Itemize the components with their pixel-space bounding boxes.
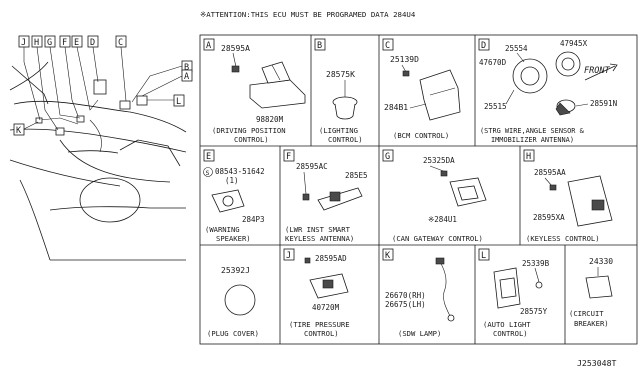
part-28595xa: 28595XA — [533, 213, 565, 222]
callout-j: J — [21, 38, 26, 48]
callout-g: G — [47, 38, 52, 48]
panel-j: J 28595AD 40720M (TIRE PRESSURE CONTROL) — [283, 248, 350, 338]
callout-leaders — [23, 46, 183, 131]
part-40720m: 40720M — [312, 303, 340, 312]
callout-a: A — [184, 72, 189, 82]
attention-note: ※ATTENTION:THIS ECU MUST BE PROGRAMED DA… — [200, 10, 416, 19]
panel-b: B 28575K (LIGHTING CONTROL) — [314, 38, 363, 144]
panel-plug-cover: 25392J (PLUG COVER) — [207, 266, 259, 338]
part-24330: 24330 — [589, 257, 613, 266]
part-26670rh: 26670(RH) — [385, 291, 426, 300]
panel-l-letter: L — [481, 251, 486, 261]
panel-d-caption-2: IMMOBILIZER ANTENNA) — [491, 136, 574, 144]
panel-e-caption-2: SPEAKER) — [216, 234, 251, 243]
screw-symbol-letter: S — [206, 169, 210, 177]
panel-g-letter: G — [385, 152, 390, 162]
panel-f-letter: F — [286, 152, 291, 162]
panel-j-caption-1: (TIRE PRESSURE — [289, 320, 350, 329]
part-25554: 25554 — [505, 44, 528, 53]
callout-k: K — [16, 126, 22, 136]
panel-a-letter: A — [206, 41, 211, 51]
panel-l: L 25339B 28575Y (AUTO LIGHT CONTROL) — [478, 248, 550, 338]
panel-e-letter: E — [206, 152, 211, 162]
panel-a: A 28595A 98820M (DRIVING POSITION CONTRO… — [203, 38, 306, 144]
part-285e5: 285E5 — [345, 171, 368, 180]
panel-c-caption: (BCM CONTROL) — [393, 131, 449, 140]
callout-c: C — [118, 38, 123, 48]
panel-f-caption-1: (LWR INST SMART — [285, 225, 351, 234]
part-25339b: 25339B — [522, 259, 550, 268]
panel-b-caption-2: CONTROL) — [328, 135, 363, 144]
panel-l-caption-1: (AUTO LIGHT — [483, 320, 531, 329]
panel-d-letter: D — [481, 41, 486, 51]
part-25139d: 25139D — [390, 55, 419, 64]
part-98820m: 98820M — [256, 115, 284, 124]
callout-d: D — [90, 38, 95, 48]
vehicle-overview — [9, 61, 187, 261]
panel-h: H 28595AA 28595XA (KEYLESS CONTROL) — [523, 149, 613, 243]
panel-f-caption-2: KEYLESS ANTENNA) — [285, 234, 354, 243]
part-25325da: 25325DA — [423, 156, 455, 165]
panel-l-caption-2: CONTROL) — [493, 329, 528, 338]
panel-k-letter: K — [385, 251, 391, 261]
part-28575k: 28575K — [326, 70, 355, 79]
panel-grid — [199, 34, 638, 345]
callout-b: B — [184, 63, 189, 73]
panel-f: F 28595AC 285E5 (LWR INST SMART KEYLESS … — [283, 149, 368, 243]
panel-g-caption: (CAN GATEWAY CONTROL) — [392, 234, 483, 243]
panel-j-caption-2: CONTROL) — [304, 329, 339, 338]
front-label: FRONT — [584, 66, 610, 76]
panel-b-letter: B — [317, 41, 322, 51]
panel-k-caption: (SDW LAMP) — [398, 329, 441, 338]
part-28595ad: 28595AD — [315, 254, 347, 263]
part-26675lh: 26675(LH) — [385, 300, 426, 309]
callout-e: E — [74, 38, 79, 48]
panel-c: C 25139D 284B1 (BCM CONTROL) — [382, 38, 461, 140]
panel-b-caption-1: (LIGHTING — [319, 126, 358, 135]
panel-d: D 25554 47945X 47670D 25515 FRONT 28591N… — [478, 38, 618, 144]
panel-e: E S 08543-51642 (1) 284P3 (WARNING SPEAK… — [203, 149, 265, 243]
panel-j-letter: J — [286, 251, 291, 261]
part-28591n: 28591N — [590, 99, 617, 108]
part-284b1: 284B1 — [384, 103, 408, 112]
panel-a-caption-2: CONTROL) — [234, 135, 269, 144]
part-28595aa: 28595AA — [534, 168, 566, 177]
panel-g: G 25325DA ※284U1 (CAN GATEWAY CONTROL) — [382, 149, 487, 243]
part-qty-1: (1) — [225, 176, 239, 185]
part-08543-51642: 08543-51642 — [215, 167, 265, 176]
part-47945x: 47945X — [560, 39, 588, 48]
part-28575y: 28575Y — [520, 307, 548, 316]
panel-h-letter: H — [526, 152, 531, 162]
part-47670d: 47670D — [479, 58, 507, 67]
part-284p3: 284P3 — [242, 215, 265, 224]
panel-k: K 26670(RH) 26675(LH) (SDW LAMP) — [382, 248, 455, 338]
part-25515: 25515 — [484, 102, 507, 111]
part-28595a: 28595A — [221, 44, 250, 53]
panel-plug-caption: (PLUG COVER) — [207, 329, 259, 338]
callout-h: H — [34, 38, 39, 48]
part-25392j: 25392J — [221, 266, 250, 275]
screw-symbol-icon — [203, 167, 213, 177]
callout-f: F — [62, 38, 67, 48]
panel-cb-caption-2: BREAKER) — [574, 319, 609, 328]
panel-d-caption-1: (STRG WIRE,ANGLE SENSOR & — [480, 127, 585, 135]
diagram-id: J253048T — [577, 358, 617, 368]
panel-circuit-breaker: 24330 (CIRCUIT BREAKER) — [569, 257, 613, 328]
panel-c-letter: C — [385, 41, 390, 51]
panel-e-caption-1: (WARNING — [205, 225, 240, 234]
part-28595ac: 28595AC — [296, 162, 328, 171]
callout-l: L — [176, 97, 181, 107]
part-284u1: ※284U1 — [428, 215, 457, 224]
panel-h-caption: (KEYLESS CONTROL) — [526, 234, 600, 243]
panel-a-caption-1: (DRIVING POSITION — [212, 126, 286, 135]
panel-cb-caption-1: (CIRCUIT — [569, 309, 604, 318]
car-callouts: J H G F E D C B A L K — [13, 35, 193, 136]
